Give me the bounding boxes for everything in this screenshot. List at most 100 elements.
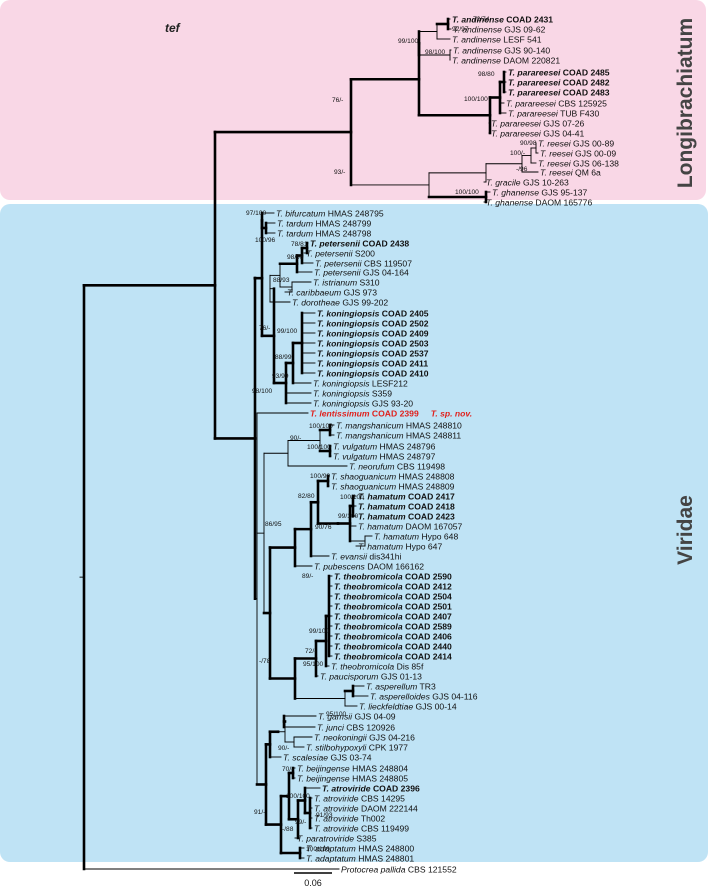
support-value: 98/80 xyxy=(478,71,495,78)
strain-id: COAD 2485 xyxy=(560,67,609,77)
taxon-label: T. gracile GJS 10-263 xyxy=(486,177,569,187)
taxon-label: T. mangshanicum HMAS 248811 xyxy=(336,430,461,440)
support-value: 100/100 xyxy=(340,494,364,501)
taxon-name: T. asperellum xyxy=(366,681,417,691)
taxon-label: Protocrea pallida CBS 121552 xyxy=(341,864,457,874)
taxon-label: T. parareesei GJS 04-41 xyxy=(491,128,585,138)
strain-id: GJS 04-09 xyxy=(352,711,396,721)
taxon-label: T. theobromicola COAD 2504 xyxy=(334,591,452,601)
taxon-label: T. adaptatum HMAS 248801 xyxy=(306,853,414,863)
support-value: 100/- xyxy=(510,150,525,157)
support-value: 93/99 xyxy=(272,373,289,380)
taxon-label: T. hamatum COAD 2418 xyxy=(358,501,455,511)
taxon-label: T. junci CBS 120926 xyxy=(317,722,395,732)
taxon-name: T. reesei xyxy=(540,148,574,158)
taxon-label: T. dorotheae GJS 99-202 xyxy=(292,297,388,307)
taxon-name: T. koningiopsis xyxy=(317,348,380,358)
taxon-label: T. parareesei COAD 2483 xyxy=(508,87,610,97)
support-value: 90/98 xyxy=(520,140,537,147)
taxon-name: T. scalesiae xyxy=(283,752,328,762)
taxon-name: T. koningiopsis xyxy=(313,388,370,398)
taxon-label: T. hamatum Hypo 648 xyxy=(374,531,458,541)
strain-id: S385 xyxy=(354,833,377,843)
taxon-label: T. theobromicola COAD 2407 xyxy=(334,611,452,621)
taxon-label: T. andinense DAOM 220821 xyxy=(452,55,560,65)
taxon-label: T. atroviride CBS 14295 xyxy=(314,793,405,803)
taxon-name: T. vulgatum xyxy=(333,441,377,451)
taxon-name: T. theobromicola xyxy=(334,651,403,661)
taxon-label: T. theobromicola COAD 2589 xyxy=(334,621,452,631)
strain-id: HMAS 248796 xyxy=(377,441,436,451)
taxon-name: T. caribbaeum xyxy=(287,287,341,297)
strain-id: DAOM 222144 xyxy=(359,803,418,813)
strain-id: COAD 2396 xyxy=(371,783,420,793)
taxon-label: T. neokoningii GJS 04-216 xyxy=(314,732,415,742)
taxon-label: T. beijingense HMAS 248804 xyxy=(297,763,408,773)
taxon-name: T. dorotheae xyxy=(292,297,340,307)
taxon-name: T. gracile xyxy=(486,177,521,187)
taxon-name: T. theobromicola xyxy=(331,661,394,671)
taxon-name: T. parareesei xyxy=(506,98,557,108)
taxon-name: T. hamatum xyxy=(374,531,419,541)
taxon-name: Protocrea pallida xyxy=(341,864,406,874)
support-value: 88/93 xyxy=(273,277,290,284)
scale-bar: 0.06 xyxy=(294,872,332,888)
taxon-name: T. hamatum xyxy=(358,521,403,531)
taxon-label: T. ghanense GJS 95-137 xyxy=(492,187,587,197)
taxon-name: T. koningiopsis xyxy=(313,398,370,408)
taxon-label: T. stilbohypoxyli CPK 1977 xyxy=(306,742,408,752)
support-value: -/78 xyxy=(259,658,271,665)
taxon-name: T. gamsii xyxy=(318,711,353,721)
new-species-note: T. sp. nov. xyxy=(431,408,472,418)
strain-id: COAD 2418 xyxy=(406,501,455,511)
strain-id: COAD 2414 xyxy=(403,651,452,661)
taxon-label: T. atroviride DAOM 222144 xyxy=(314,803,418,813)
taxon-name: T. koningiopsis xyxy=(317,328,380,338)
strain-id: COAD 2504 xyxy=(403,591,452,601)
strain-id: DAOM 167057 xyxy=(403,521,462,531)
support-value: 90/- xyxy=(278,745,289,752)
strain-id: COAD 2589 xyxy=(403,621,452,631)
taxon-label: T. tardum HMAS 248798 xyxy=(277,228,371,238)
support-value: 98/100 xyxy=(425,49,446,56)
taxon-label: T. koningiopsis COAD 2502 xyxy=(317,318,429,328)
taxon-name: T. andinense xyxy=(452,55,501,65)
taxon-name: T. paucisporum xyxy=(320,671,378,681)
taxon-name: T. asperelloides xyxy=(370,691,431,701)
taxon-name: T. lieckfeldtiae xyxy=(359,701,413,711)
strain-id: HMAS 248811 xyxy=(404,430,462,440)
taxon-name: T. parareesei xyxy=(491,128,542,138)
taxon-name: T. shaoguanicum xyxy=(331,471,396,481)
taxon-name: T. adaptatum xyxy=(306,843,356,853)
taxon-label: T. atroviride Th002 xyxy=(314,813,385,823)
strain-id: DAOM 165776 xyxy=(533,197,592,207)
support-value: 99/100 xyxy=(338,513,359,520)
taxon-label: T. petersenii S200 xyxy=(306,248,375,258)
taxon-label: T. theobromicola COAD 2590 xyxy=(334,571,452,581)
taxon-label: T. andinense LESF 541 xyxy=(452,34,542,44)
taxon-name: T. parareesei xyxy=(508,108,559,118)
strain-id: HMAS 248804 xyxy=(350,763,409,773)
clade-box-longibrachiatum xyxy=(0,0,706,200)
strain-id: DAOM 166162 xyxy=(365,561,424,571)
taxon-label: T. bifurcatum HMAS 248795 xyxy=(276,208,384,218)
taxon-name: T. atroviride xyxy=(314,803,359,813)
taxon-name: T. petersenii xyxy=(314,267,362,277)
strain-id: GJS 10-263 xyxy=(521,177,569,187)
taxon-name: T. mangshanicum xyxy=(336,420,404,430)
taxon-name: T. atroviride xyxy=(314,813,359,823)
taxon-label: T. theobromicola COAD 2412 xyxy=(334,581,452,591)
strain-id: HMAS 248809 xyxy=(396,481,455,491)
scale-bar-label: 0.06 xyxy=(304,878,322,888)
strain-id: COAD 2503 xyxy=(379,338,428,348)
taxon-name: T. andinense xyxy=(453,45,502,55)
strain-id: GJS 00-14 xyxy=(413,701,457,711)
taxon-name: T. reesei xyxy=(538,158,572,168)
strain-id: GJS 04-216 xyxy=(367,732,415,742)
taxon-label: T. hamatum COAD 2417 xyxy=(358,491,455,501)
support-value: 99/100 xyxy=(277,328,298,335)
strain-id: GJS 09-62 xyxy=(502,24,546,34)
support-value: 76/- xyxy=(259,325,270,332)
support-value: 100/100 xyxy=(306,846,330,853)
taxon-name: T. koningiopsis xyxy=(313,378,370,388)
